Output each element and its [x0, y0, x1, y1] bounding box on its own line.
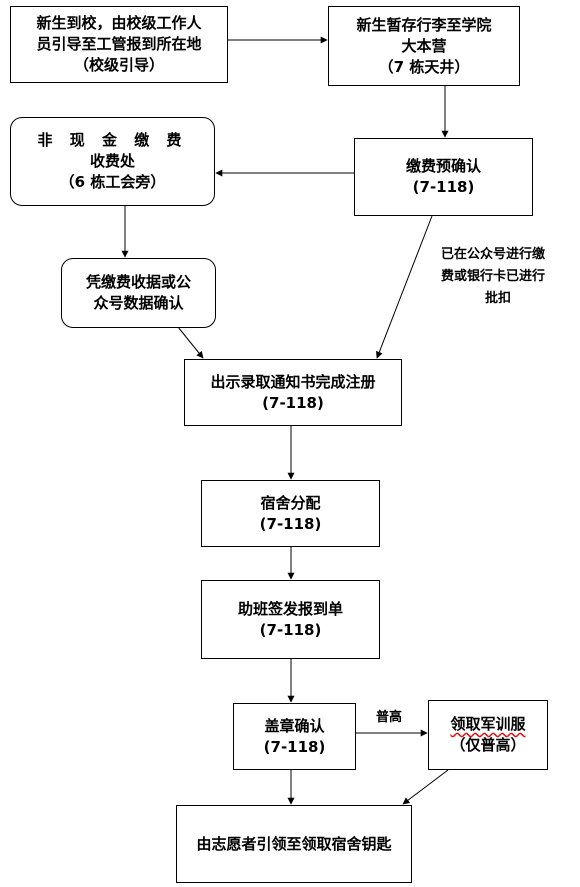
node-keys-line-1: 由志愿者引领至领取宿舍钥匙: [196, 834, 392, 853]
node-arrival-line-3: （校级引导）: [73, 56, 164, 74]
edge-label-paid-online-line-1: 已在公众号进行缴: [441, 247, 546, 262]
edge-label-general-hs: 普高: [376, 710, 403, 725]
node-uniform-line-2: （仅普高）: [450, 736, 526, 754]
node-arrival: 新生到校，由校级工作人 员引导至工管报到所在地 （校级引导）: [10, 6, 228, 83]
node-prepay-line-2: (7-118): [412, 178, 475, 196]
node-register: 出示录取通知书完成注册 (7-118): [184, 359, 402, 426]
node-sign-line-1: 助班签发报到单: [237, 599, 343, 618]
node-register-line-2: (7-118): [262, 393, 324, 412]
node-dorm-line-1: 宿舍分配: [260, 493, 321, 512]
node-keys: 由志愿者引领至领取宿舍钥匙: [176, 805, 412, 883]
node-sign: 助班签发报到单 (7-118): [201, 580, 380, 659]
node-dorm: 宿舍分配 (7-118): [201, 480, 380, 547]
node-stamp-line-1: 盖章确认: [264, 716, 325, 735]
node-cashier: 非 现 金 缴 费 收费处 （6 栋工会旁）: [10, 117, 215, 206]
node-prepay: 缴费预确认 (7-118): [354, 138, 533, 216]
node-dorm-line-2: (7-118): [259, 514, 322, 533]
node-receipt-line-2: 众号数据确认: [93, 294, 184, 312]
node-register-line-1: 出示录取通知书完成注册: [210, 372, 376, 391]
node-uniform: 领取军训服 （仅普高）: [428, 700, 548, 770]
node-sign-line-2: (7-118): [259, 620, 322, 639]
node-cashier-line-1: 非 现 金 缴 费: [37, 131, 188, 149]
node-luggage-line-1: 新生暂存行李至学院: [356, 15, 492, 34]
node-stamp: 盖章确认 (7-118): [233, 703, 356, 770]
edge-label-paid-online-line-2: 费或银行卡已进行: [441, 269, 546, 284]
arrow-prepay-to-register: [376, 215, 433, 359]
node-uniform-line-1: 领取军训服: [450, 715, 526, 733]
node-luggage-line-3: （7 栋天井）: [378, 57, 470, 76]
node-arrival-line-2: 员引导至工管报到所在地: [36, 35, 202, 53]
node-luggage-line-2: 大本营: [401, 36, 447, 55]
node-cashier-line-2: 收费处: [89, 152, 135, 170]
node-arrival-line-1: 新生到校，由校级工作人: [36, 14, 202, 32]
node-receipt: 凭缴费收据或公 众号数据确认: [61, 258, 216, 328]
node-prepay-line-1: 缴费预确认: [405, 157, 481, 175]
edge-label-paid-online: 已在公众号进行缴 费或银行卡已进行 批扣: [441, 244, 545, 310]
node-luggage: 新生暂存行李至学院 大本营 （7 栋天井）: [328, 6, 520, 86]
node-cashier-line-3: （6 栋工会旁）: [59, 173, 166, 191]
edge-label-paid-online-line-3: 批扣: [485, 291, 512, 306]
arrow-receipt-to-register: [177, 326, 204, 359]
node-stamp-line-2: (7-118): [263, 737, 326, 756]
node-receipt-line-1: 凭缴费收据或公: [85, 273, 191, 291]
arrow-uniform-to-keys: [402, 769, 449, 805]
